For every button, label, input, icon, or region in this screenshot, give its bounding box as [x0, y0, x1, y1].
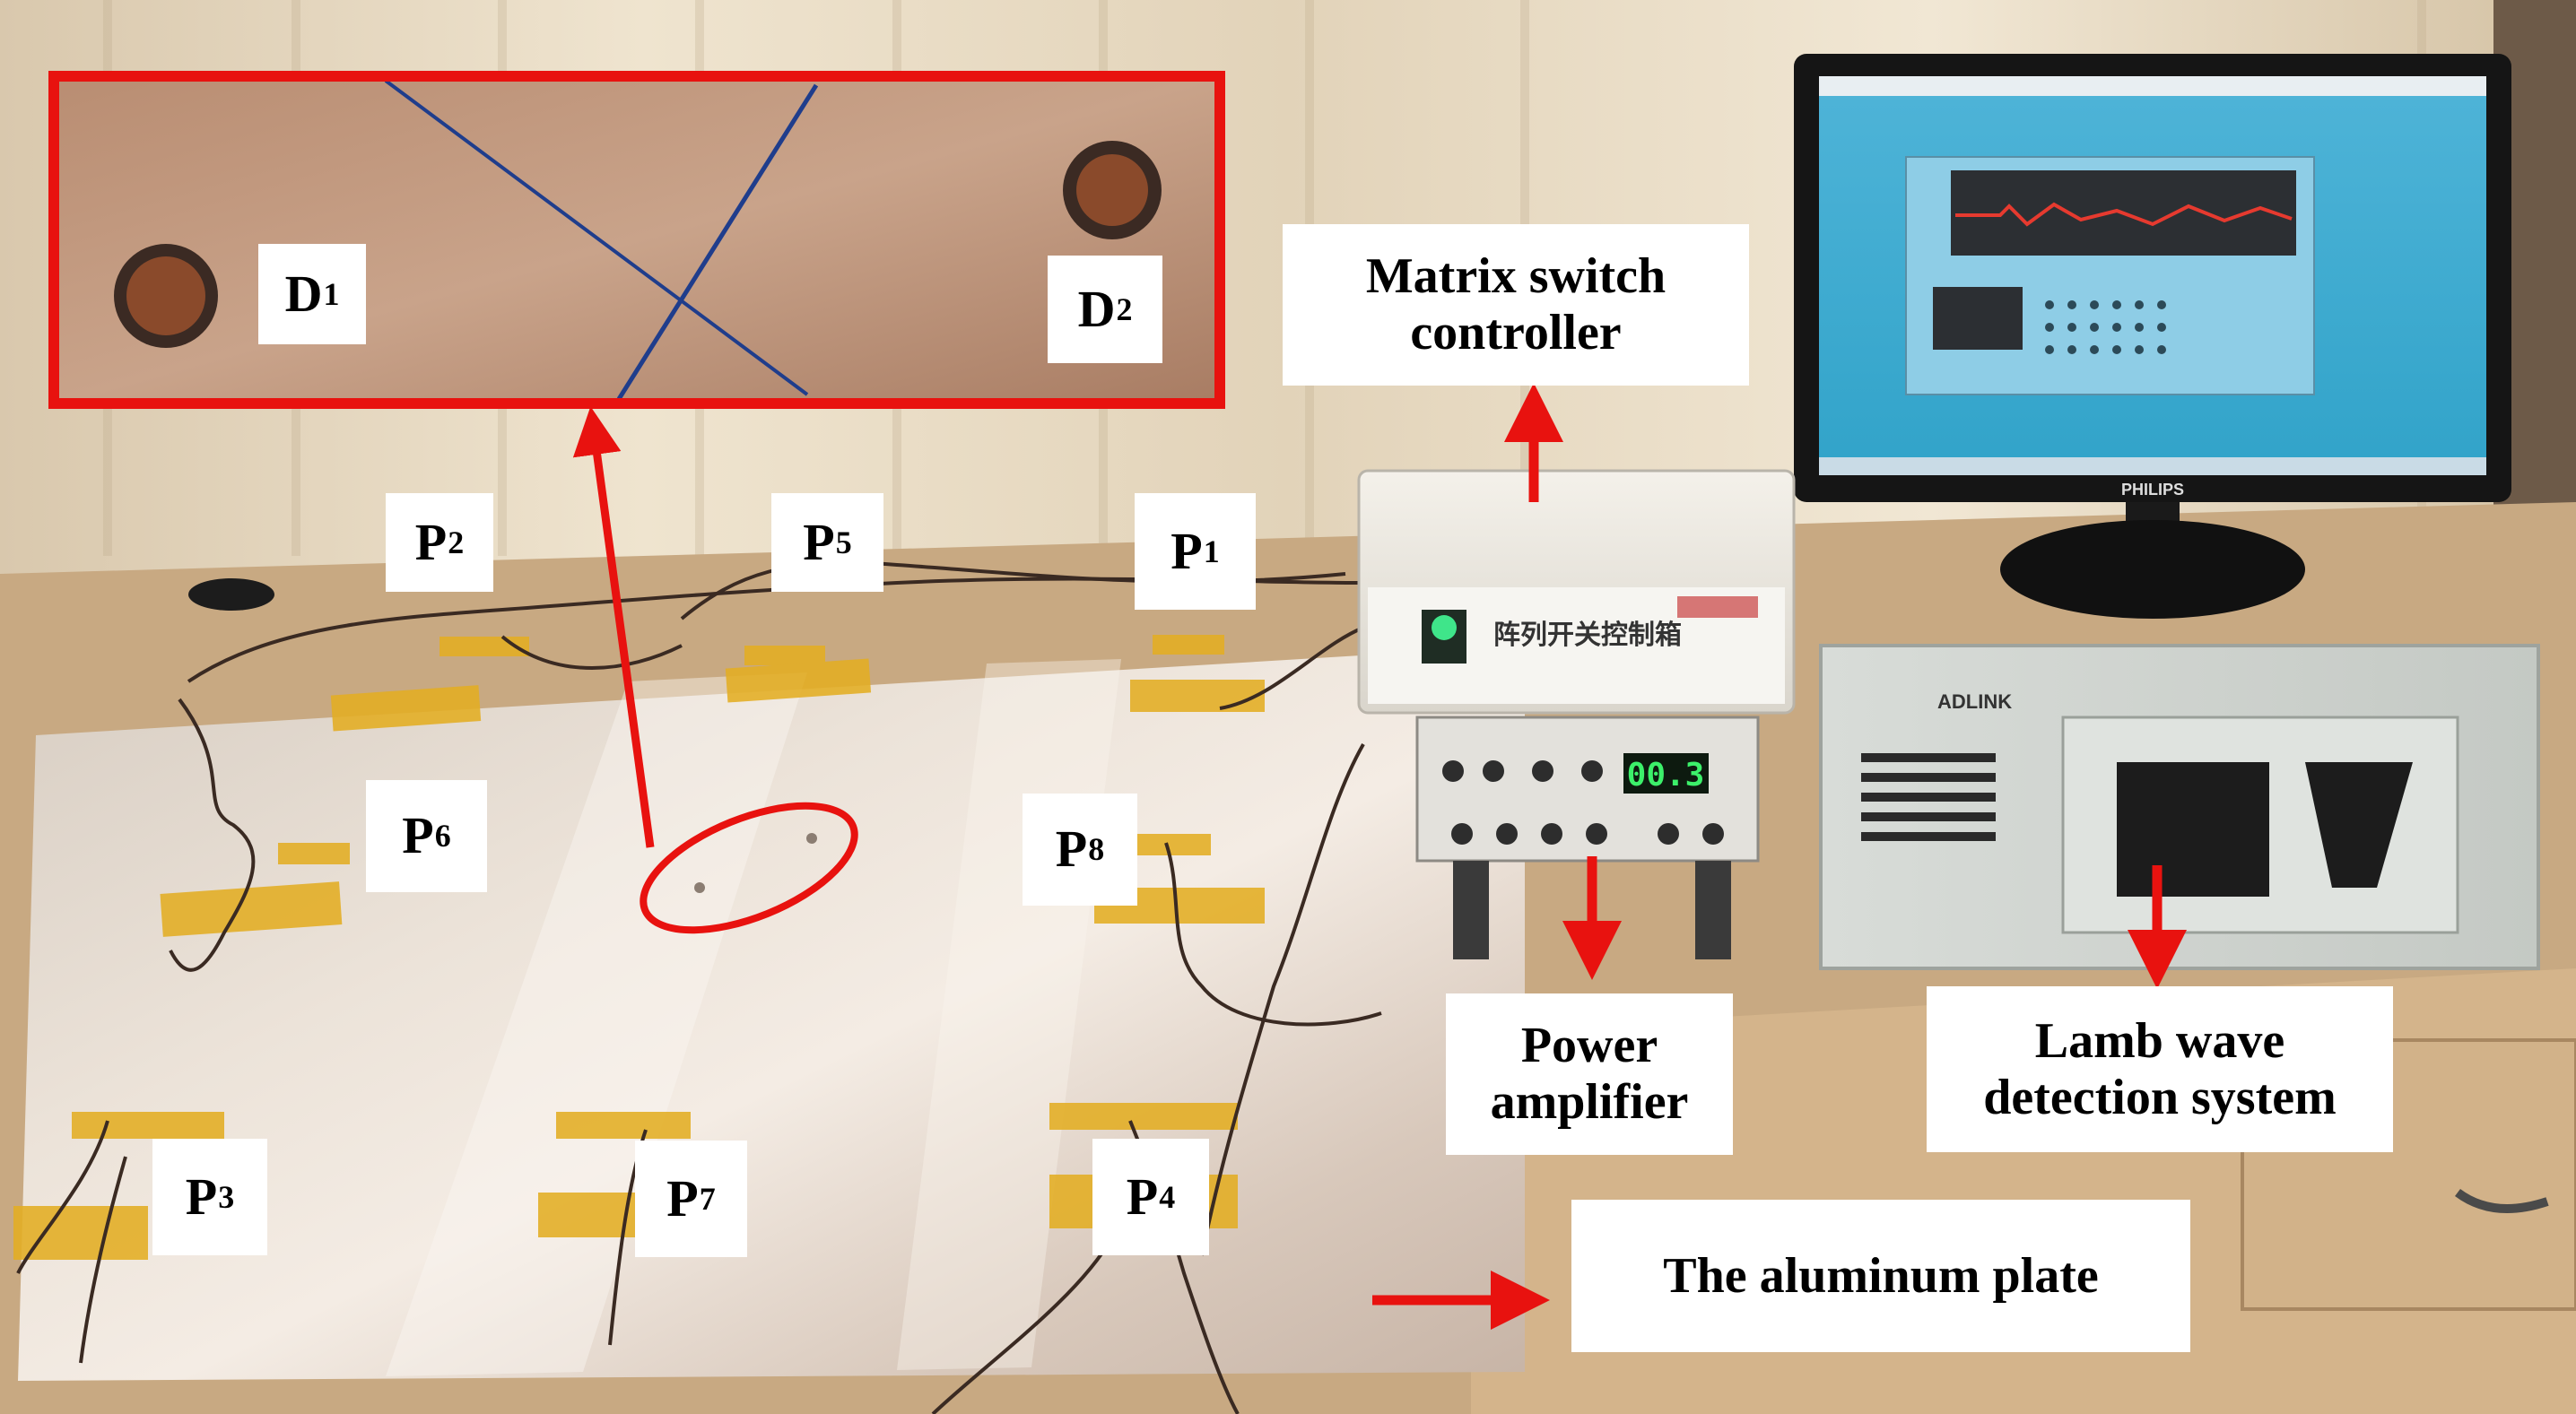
- zoom-arrow: [572, 406, 655, 848]
- monitor-stand: [2000, 520, 2305, 619]
- amplifier-display: 00.3: [1627, 757, 1705, 794]
- label-lamb-wave-detection-system: Lamb wave detection system: [1927, 986, 2393, 1152]
- controller-chinese-label: 阵列开关控制箱: [1493, 620, 1682, 651]
- label-matrix-switch-controller: Matrix switch controller: [1283, 224, 1749, 386]
- power-led: [1432, 615, 1457, 640]
- label-power-amplifier: Power amplifier: [1446, 993, 1733, 1155]
- zoom-inset-photo: [54, 76, 1220, 403]
- computer-brand-text: ADLINK: [1937, 690, 2012, 713]
- label-aluminum-plate: The aluminum plate: [1571, 1200, 2190, 1352]
- monitor-brand-text: PHILIPS: [2121, 481, 2184, 499]
- zoom-inset-frame: [48, 71, 1225, 409]
- defect-area-ellipse: [640, 802, 858, 934]
